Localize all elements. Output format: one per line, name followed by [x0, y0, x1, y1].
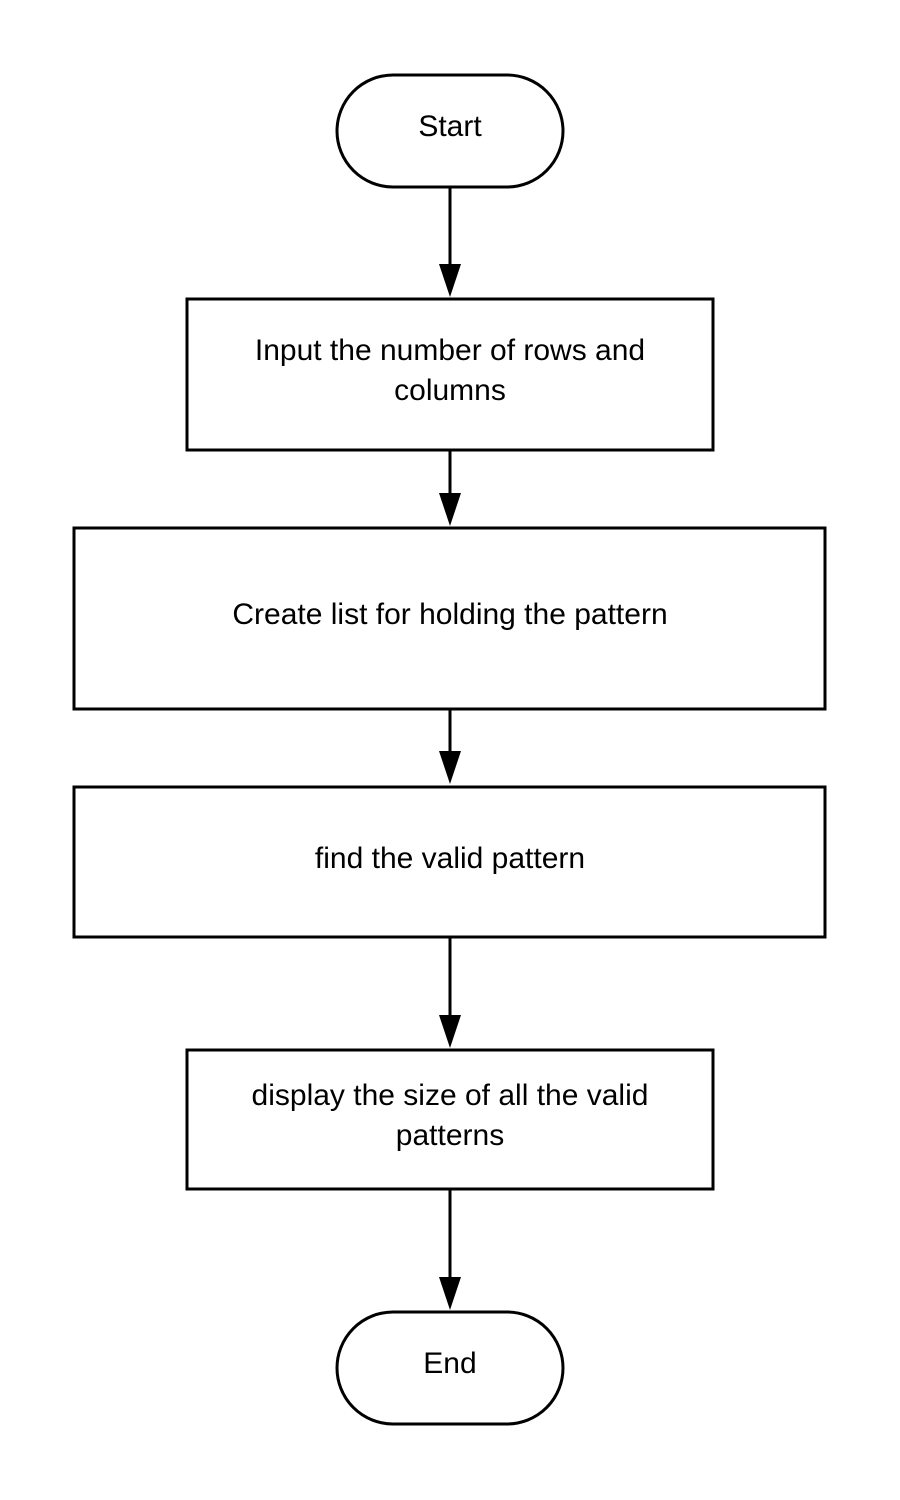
find-valid-step-label: find the valid pattern	[315, 842, 585, 875]
connector-display-size-to-end	[439, 1189, 461, 1310]
connector-start-to-input	[439, 187, 461, 297]
input-step-label-line-2: columns	[394, 374, 506, 407]
start-terminator: Start	[335, 73, 565, 189]
create-list-step-label: Create list for holding the pattern	[232, 598, 667, 631]
arrowhead-icon	[439, 493, 461, 526]
display-size-step-label-line-2: patterns	[396, 1119, 504, 1152]
create-list-step: Create list for holding the pattern	[72, 526, 827, 711]
arrowhead-icon	[439, 1015, 461, 1048]
connector-create-list-to-find-valid	[439, 709, 461, 784]
end-terminator: End	[335, 1310, 565, 1426]
input-step-label-line-1: Input the number of rows and	[255, 334, 645, 367]
connector-find-valid-to-display-size	[439, 937, 461, 1048]
start-label: Start	[418, 110, 482, 143]
arrowhead-icon	[439, 751, 461, 784]
end-label: End	[423, 1347, 476, 1380]
input-rows-columns-step: Input the number of rows and columns	[185, 297, 715, 452]
connector-input-to-create-list	[439, 450, 461, 526]
display-size-step-label-line-1: display the size of all the valid	[252, 1079, 649, 1112]
arrowhead-icon	[439, 264, 461, 297]
display-size-step: display the size of all the valid patter…	[185, 1048, 715, 1191]
find-valid-pattern-step: find the valid pattern	[72, 785, 827, 939]
arrowhead-icon	[439, 1277, 461, 1310]
